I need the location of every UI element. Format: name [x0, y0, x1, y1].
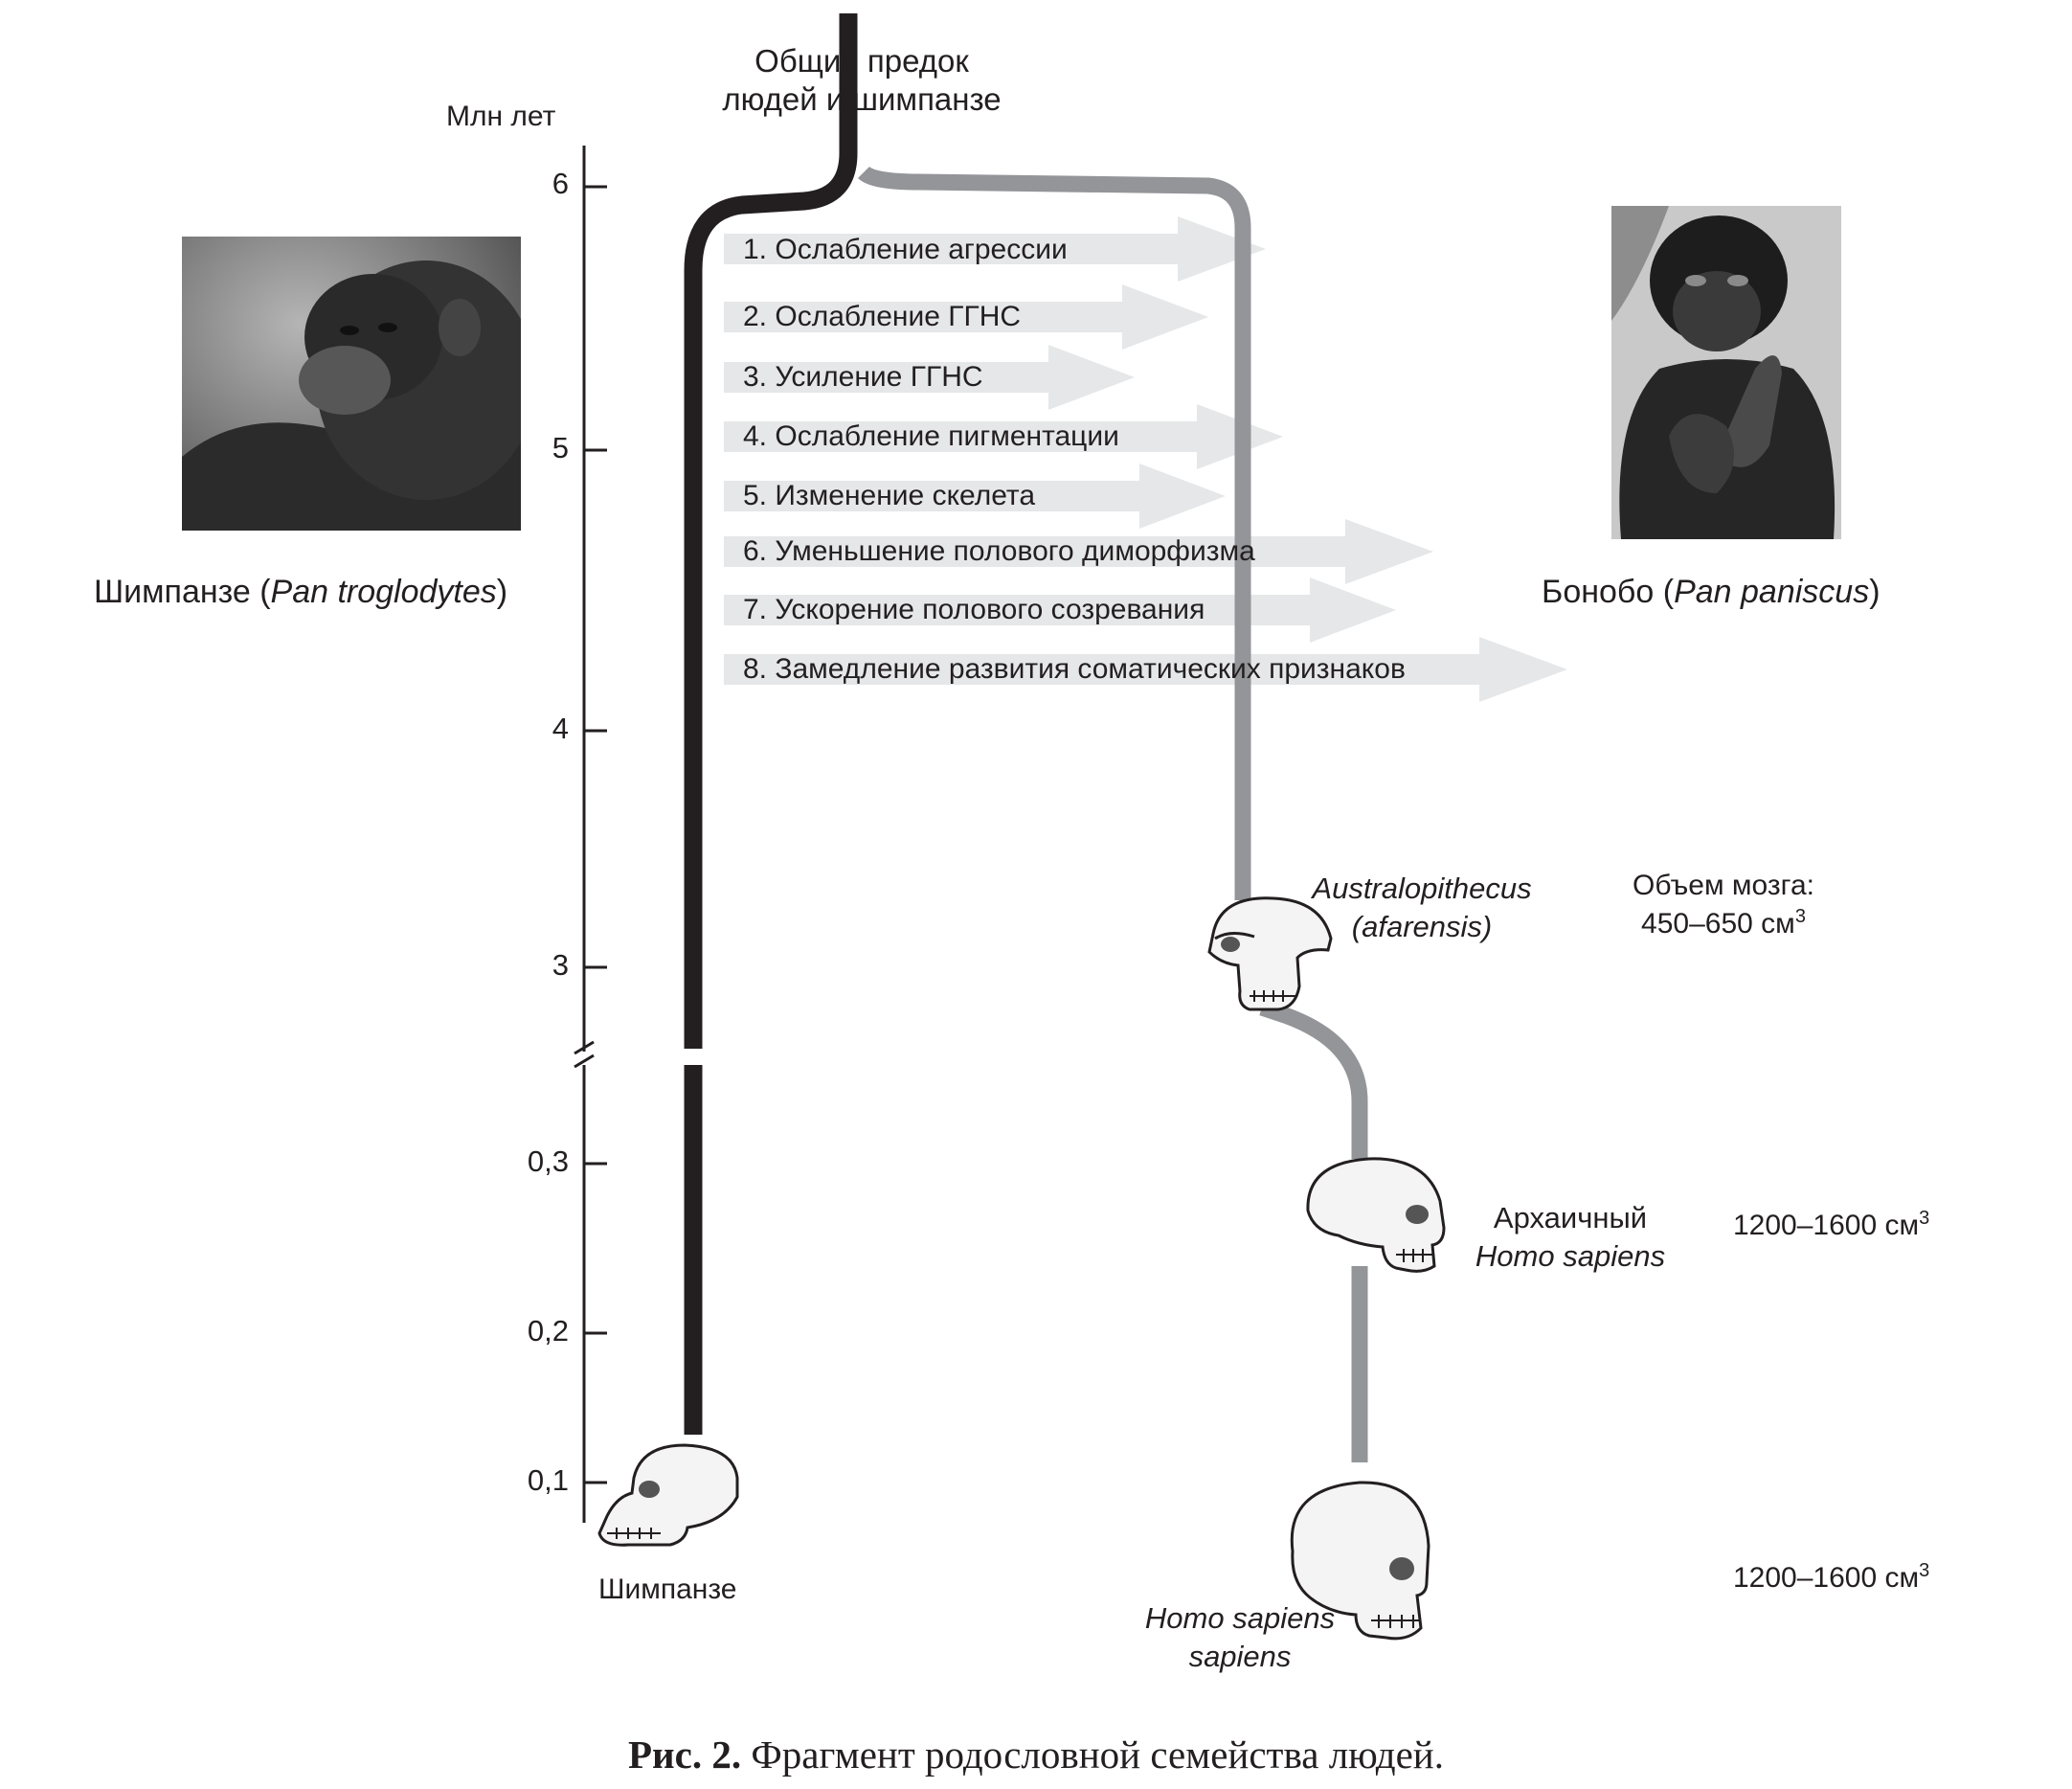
australopithecus-label-line1: Australopithecus: [1312, 872, 1532, 905]
archaic-skull-icon: [1306, 1157, 1446, 1273]
australopithecus-skull-icon: [1207, 896, 1333, 1011]
chimp-name-italic: Pan troglodytes: [270, 574, 497, 610]
figure-caption: Рис. 2. Фрагмент родословной семейства л…: [0, 1732, 2072, 1778]
brain-volume-archaic: 1200–1600 см3: [1733, 1207, 1929, 1245]
australopithecus-label: Australopithecus (afarensis): [1273, 870, 1570, 946]
trait-arrow-2: [724, 284, 1208, 350]
tick-label-6: 6: [552, 167, 569, 200]
bonobo-name-italic: Pan paniscus: [1674, 574, 1870, 610]
sapiens-label-line1: Homo sapiens: [1144, 1601, 1336, 1635]
bonobo-species-name: Бонобо (Pan paniscus): [1542, 573, 1881, 611]
chimp-skull-label: Шимпанзе: [598, 1574, 737, 1605]
australopithecus-label-line2: (afarensis): [1351, 910, 1493, 943]
ancestor-label-line2: людей и шимпанзе: [722, 81, 1002, 117]
trait-label-6: 6. Уменьшение полового диморфизма: [743, 535, 1255, 567]
human-lineage: [857, 166, 1368, 1462]
trait-label-5: 5. Изменение скелета: [743, 480, 1036, 511]
brain-volume-sapiens: 1200–1600 см3: [1733, 1559, 1929, 1597]
chimp-skull-icon: [597, 1443, 739, 1547]
time-axis: [574, 146, 607, 1523]
trait-arrow-3: [724, 345, 1135, 410]
bonobo-photo-icon: [1611, 206, 1841, 539]
trait-arrow-5: [724, 464, 1226, 529]
figure-caption-text: Фрагмент родословной семейства людей.: [751, 1732, 1444, 1777]
tick-label-5: 5: [552, 431, 569, 464]
trait-arrow-8: [724, 637, 1567, 702]
trait-arrow-7: [724, 577, 1396, 643]
brain-volume-sup-1: 3: [1794, 906, 1806, 927]
brain-volume-header: Объем мозга:: [1633, 870, 1814, 901]
trait-arrow-6: [724, 519, 1433, 584]
trait-arrow-1: [724, 216, 1266, 282]
chimp-name-plain: Шимпанзе (: [94, 574, 271, 610]
ancestor-label-line1: Общий предок: [754, 43, 969, 79]
chimp-species-name: Шимпанзе (Pan troglodytes): [94, 573, 507, 611]
archaic-label-line2: Homo sapiens: [1475, 1239, 1666, 1273]
figure-caption-number: Рис. 2.: [628, 1732, 742, 1777]
archaic-label-line1: Архаичный: [1493, 1201, 1648, 1234]
trait-label-1: 1. Ослабление агрессии: [743, 234, 1068, 265]
trait-label-8: 8. Замедление развития соматических приз…: [743, 653, 1406, 685]
chimp-photo-icon: [182, 237, 521, 531]
sapiens-label-line2: sapiens: [1188, 1640, 1292, 1673]
brain-volume-australopithecus: Объем мозга: 450–650 см3: [1589, 867, 1858, 943]
archaic-label: Архаичный Homo sapiens: [1436, 1199, 1704, 1276]
brain-volume-sup-3: 3: [1919, 1560, 1930, 1581]
tick-label-4: 4: [552, 712, 569, 745]
tick-label-0-1: 0,1: [527, 1463, 569, 1497]
bonobo-name-plain: Бонобо (: [1542, 574, 1675, 610]
sapiens-skull-icon: [1290, 1481, 1430, 1641]
brain-volume-sup-2: 3: [1919, 1208, 1930, 1229]
chimp-lineage: [684, 13, 858, 1435]
trait-label-4: 4. Ослабление пигментации: [743, 420, 1119, 452]
trait-label-3: 3. Усиление ГГНС: [743, 361, 983, 393]
brain-volume-value-1: 450–650 см: [1641, 908, 1795, 940]
bonobo-name-close: ): [1869, 574, 1881, 610]
tick-label-0-2: 0,2: [527, 1314, 569, 1347]
bonobo-photo: [1611, 206, 1841, 539]
trait-label-7: 7. Ускорение полового созревания: [743, 594, 1205, 625]
trait-arrows: [724, 216, 1567, 702]
axis-unit: Млн лет: [446, 101, 556, 132]
trait-arrow-4: [724, 404, 1283, 469]
chimp-name-close: ): [496, 574, 508, 610]
chimp-photo: [182, 237, 521, 531]
brain-volume-value-3: 1200–1600 см: [1733, 1562, 1920, 1594]
sapiens-label: Homo sapiens sapiens: [1111, 1599, 1369, 1676]
brain-volume-value-2: 1200–1600 см: [1733, 1210, 1920, 1241]
tick-label-3: 3: [552, 948, 569, 982]
ancestor-label: Общий предок людей и шимпанзе: [670, 42, 1053, 119]
trait-label-2: 2. Ослабление ГГНС: [743, 301, 1022, 332]
tick-label-0-3: 0,3: [527, 1144, 569, 1178]
